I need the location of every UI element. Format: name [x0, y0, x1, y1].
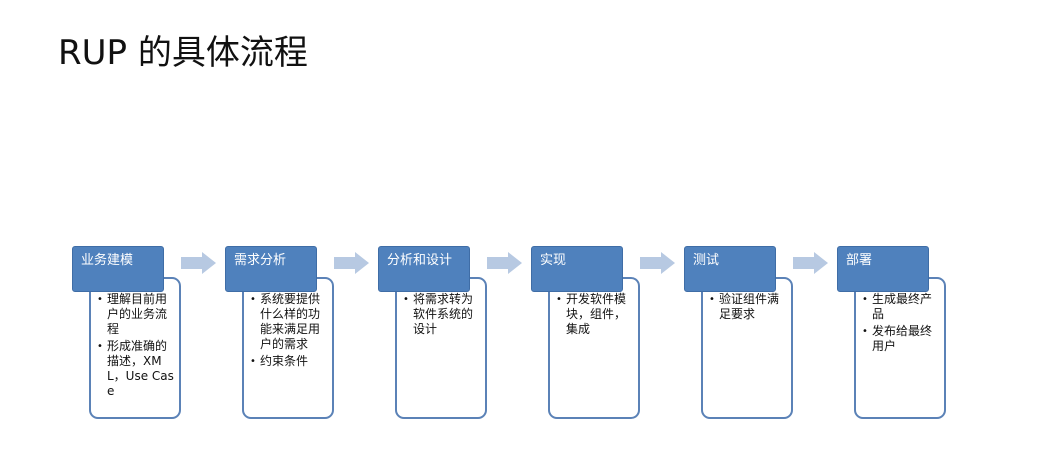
- bullet-icon: •: [250, 356, 256, 367]
- stage-deployment: 部署 • 生成最终产品 • 发布给最终用户: [837, 246, 946, 424]
- bullet-text: 形成准确的描述，XML，Use Case: [107, 339, 174, 398]
- bullet-icon: •: [97, 294, 103, 305]
- stage-implementation: 实现 • 开发软件模块，组件，集成: [531, 246, 640, 424]
- stage-description-box: • 系统要提供什么样的功能来满足用户的需求 • 约束条件: [242, 277, 334, 419]
- stage-header: 需求分析: [225, 246, 317, 292]
- bullet-item: • 形成准确的描述，XML，Use Case: [97, 339, 175, 399]
- bullet-icon: •: [97, 341, 103, 352]
- bullet-icon: •: [403, 294, 409, 305]
- bullet-text: 生成最终产品: [872, 292, 933, 321]
- stage-header: 分析和设计: [378, 246, 470, 292]
- bullet-list: • 验证组件满足要求: [709, 292, 787, 322]
- stage-testing: 测试 • 验证组件满足要求: [684, 246, 793, 424]
- stage-header: 部署: [837, 246, 929, 292]
- stage-header: 测试: [684, 246, 776, 292]
- bullet-list: • 开发软件模块，组件，集成: [556, 292, 634, 337]
- bullet-icon: •: [862, 294, 868, 305]
- stage-header: 业务建模: [72, 246, 164, 292]
- stage-label: 需求分析: [234, 253, 287, 268]
- bullet-text: 系统要提供什么样的功能来满足用户的需求: [260, 292, 321, 351]
- bullet-item: • 发布给最终用户: [862, 324, 940, 354]
- stage-description-box: • 理解目前用户的业务流程 • 形成准确的描述，XML，Use Case: [89, 277, 181, 419]
- bullet-icon: •: [556, 294, 562, 305]
- bullet-icon: •: [862, 326, 868, 337]
- bullet-text: 将需求转为软件系统的设计: [413, 292, 474, 336]
- bullet-text: 开发软件模块，组件，集成: [566, 292, 627, 336]
- bullet-text: 发布给最终用户: [872, 324, 933, 353]
- bullet-list: • 系统要提供什么样的功能来满足用户的需求 • 约束条件: [250, 292, 328, 369]
- right-arrow-icon: [334, 252, 369, 274]
- stage-description-box: • 将需求转为软件系统的设计: [395, 277, 487, 419]
- bullet-list: • 将需求转为软件系统的设计: [403, 292, 481, 337]
- stage-requirements: 需求分析 • 系统要提供什么样的功能来满足用户的需求 • 约束条件: [225, 246, 334, 424]
- bullet-item: • 理解目前用户的业务流程: [97, 292, 175, 337]
- right-arrow-icon: [181, 252, 216, 274]
- bullet-icon: •: [250, 294, 256, 305]
- bullet-item: • 验证组件满足要求: [709, 292, 787, 322]
- bullet-list: • 生成最终产品 • 发布给最终用户: [862, 292, 940, 354]
- bullet-text: 验证组件满足要求: [719, 292, 780, 321]
- right-arrow-icon: [793, 252, 828, 274]
- stage-description-box: • 生成最终产品 • 发布给最终用户: [854, 277, 946, 419]
- stage-label: 实现: [540, 253, 567, 268]
- bullet-item: • 生成最终产品: [862, 292, 940, 322]
- bullet-list: • 理解目前用户的业务流程 • 形成准确的描述，XML，Use Case: [97, 292, 175, 399]
- stage-header: 实现: [531, 246, 623, 292]
- page-title: RUP 的具体流程: [58, 33, 308, 73]
- stage-description-box: • 验证组件满足要求: [701, 277, 793, 419]
- right-arrow-icon: [640, 252, 675, 274]
- stage-label: 业务建模: [81, 253, 134, 268]
- bullet-item: • 开发软件模块，组件，集成: [556, 292, 634, 337]
- bullet-text: 约束条件: [260, 354, 309, 368]
- bullet-item: • 将需求转为软件系统的设计: [403, 292, 481, 337]
- stage-description-box: • 开发软件模块，组件，集成: [548, 277, 640, 419]
- bullet-item: • 约束条件: [250, 354, 328, 369]
- stage-label: 测试: [693, 253, 720, 268]
- right-arrow-icon: [487, 252, 522, 274]
- stage-business-modeling: 业务建模 • 理解目前用户的业务流程 • 形成准确的描述，XML，Use Cas…: [72, 246, 181, 424]
- stage-label: 分析和设计: [387, 253, 453, 268]
- stage-label: 部署: [846, 253, 873, 268]
- stage-analysis-design: 分析和设计 • 将需求转为软件系统的设计: [378, 246, 487, 424]
- bullet-item: • 系统要提供什么样的功能来满足用户的需求: [250, 292, 328, 352]
- bullet-text: 理解目前用户的业务流程: [107, 292, 168, 336]
- bullet-icon: •: [709, 294, 715, 305]
